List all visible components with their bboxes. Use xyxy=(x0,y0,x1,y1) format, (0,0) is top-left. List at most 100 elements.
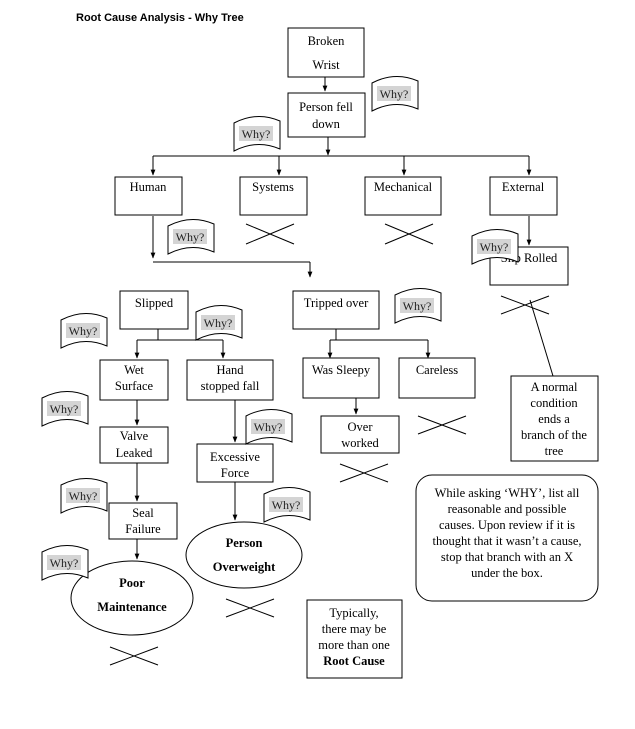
node-tripped-over: Tripped over xyxy=(292,290,380,330)
x-mark-mechanical xyxy=(384,223,434,245)
svg-text:reasonable and possible: reasonable and possible xyxy=(448,502,567,516)
node-seal-failure: Seal Failure xyxy=(108,502,178,540)
node-human: Human xyxy=(114,176,183,216)
node-mechanical: Mechanical xyxy=(364,176,442,216)
svg-text:Why?: Why? xyxy=(480,240,509,254)
x-mark-over-worked xyxy=(339,463,389,483)
node-label: Surface xyxy=(115,379,154,393)
node-label: Maintenance xyxy=(97,600,167,614)
x-mark-overweight xyxy=(225,598,275,618)
node-label: Hand xyxy=(216,363,244,377)
node-person-overweight: Person Overweight xyxy=(185,521,303,589)
node-label: Person fell xyxy=(299,100,353,114)
why-flag: Why? xyxy=(41,391,89,427)
node-poor-maintenance: Poor Maintenance xyxy=(70,560,194,636)
svg-text:Why?: Why? xyxy=(50,556,79,570)
svg-text:Why?: Why? xyxy=(380,87,409,101)
page-title: Root Cause Analysis - Why Tree xyxy=(76,12,244,24)
node-label: down xyxy=(312,117,341,131)
why-flag: Why? xyxy=(394,288,442,324)
svg-text:A normal: A normal xyxy=(531,380,578,394)
node-label: Overweight xyxy=(213,560,276,574)
node-person-fell: Person fell down xyxy=(287,92,366,138)
x-mark-poor-maintenance xyxy=(109,646,159,666)
x-mark-slip-rolled xyxy=(500,295,550,315)
svg-text:branch of the: branch of the xyxy=(521,428,587,442)
note-instructions: While asking ‘WHY’, list all reasonable … xyxy=(415,474,599,602)
node-label: Wrist xyxy=(312,58,340,72)
why-flag: Why? xyxy=(167,219,215,255)
node-label: Systems xyxy=(252,180,294,194)
svg-text:condition: condition xyxy=(530,396,578,410)
svg-text:Root Cause: Root Cause xyxy=(323,654,385,668)
svg-text:more than one: more than one xyxy=(318,638,390,652)
why-flags: Why? Why? Why? Why? Why? Why? xyxy=(41,76,519,581)
svg-text:tree: tree xyxy=(545,444,564,458)
node-label: Tripped over xyxy=(304,296,369,310)
why-flag: Why? xyxy=(60,313,108,349)
svg-text:Typically,: Typically, xyxy=(329,606,378,620)
svg-text:Why?: Why? xyxy=(403,299,432,313)
svg-text:Why?: Why? xyxy=(50,402,79,416)
x-marks xyxy=(109,223,550,666)
svg-text:Why?: Why? xyxy=(69,324,98,338)
node-systems: Systems xyxy=(239,176,308,216)
node-label: worked xyxy=(341,436,379,450)
node-label: Seal xyxy=(132,506,154,520)
svg-text:there may be: there may be xyxy=(322,622,387,636)
node-slipped: Slipped xyxy=(119,290,189,330)
node-label: stopped fall xyxy=(201,379,260,393)
node-valve-leaked: Valve Leaked xyxy=(99,426,169,464)
svg-text:Why?: Why? xyxy=(272,498,301,512)
node-label: Human xyxy=(130,180,168,194)
node-over-worked: Over worked xyxy=(320,415,400,454)
node-label: External xyxy=(502,180,545,194)
node-wet-surface: Wet Surface xyxy=(99,359,169,401)
node-label: Poor xyxy=(119,576,145,590)
svg-text:Why?: Why? xyxy=(242,127,271,141)
why-flag: Why? xyxy=(371,76,419,112)
why-flag: Why? xyxy=(471,229,519,265)
node-label: Wet xyxy=(124,363,144,377)
svg-text:Why?: Why? xyxy=(254,420,283,434)
why-flag: Why? xyxy=(263,487,311,523)
why-flag: Why? xyxy=(195,305,243,341)
svg-text:Why?: Why? xyxy=(176,230,205,244)
node-label: Leaked xyxy=(116,446,154,460)
node-label: Person xyxy=(226,536,263,550)
node-label: Careless xyxy=(416,363,458,377)
node-label: Excessive xyxy=(210,450,260,464)
why-flag: Why? xyxy=(41,545,89,581)
note-typically: Typically, there may be more than one Ro… xyxy=(306,599,403,679)
node-label: Was Sleepy xyxy=(312,363,371,377)
node-label: Mechanical xyxy=(374,180,433,194)
node-careless: Careless xyxy=(398,357,476,399)
why-flag: Why? xyxy=(245,409,293,445)
note-normal-condition: A normal condition ends a branch of the … xyxy=(510,375,599,462)
node-external: External xyxy=(489,176,558,216)
node-label: Over xyxy=(348,420,374,434)
svg-text:Why?: Why? xyxy=(69,489,98,503)
why-flag: Why? xyxy=(60,478,108,514)
svg-text:causes. Upon review if it is: causes. Upon review if it is xyxy=(439,518,575,532)
why-flag: Why? xyxy=(233,116,281,152)
svg-text:under the box.: under the box. xyxy=(471,566,543,580)
svg-text:While asking ‘WHY’, list all: While asking ‘WHY’, list all xyxy=(435,486,580,500)
node-label: Failure xyxy=(125,522,161,536)
svg-text:ends a: ends a xyxy=(538,412,570,426)
node-was-sleepy: Was Sleepy xyxy=(302,357,380,399)
node-label: Force xyxy=(221,466,250,480)
x-mark-careless xyxy=(417,415,467,435)
node-label: Slipped xyxy=(135,296,174,310)
x-mark-systems xyxy=(245,223,295,245)
node-broken-wrist: Broken Wrist xyxy=(287,27,365,78)
connectors xyxy=(134,77,554,560)
node-label: Broken xyxy=(308,34,346,48)
svg-text:thought that it wasn’t a cause: thought that it wasn’t a cause, xyxy=(432,534,581,548)
node-label: Valve xyxy=(120,429,149,443)
svg-text:stop that branch with an X: stop that branch with an X xyxy=(441,550,573,564)
node-excessive-force: Excessive Force xyxy=(196,443,274,483)
svg-text:Why?: Why? xyxy=(204,316,233,330)
node-hand-stopped-fall: Hand stopped fall xyxy=(186,359,274,401)
